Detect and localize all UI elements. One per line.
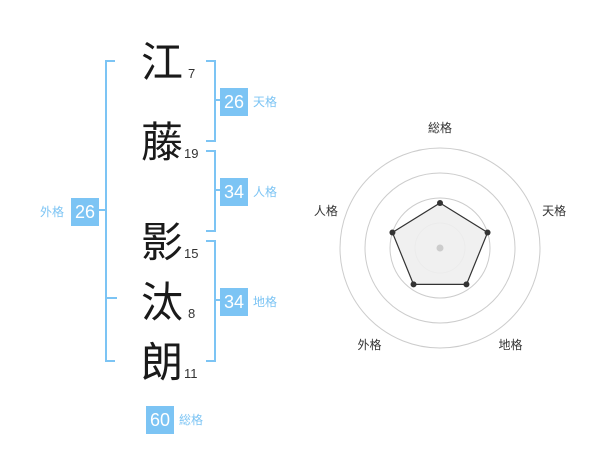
jinkaku-label: 人格 bbox=[253, 185, 278, 199]
radar-axis-label-5: 人格 bbox=[314, 203, 338, 218]
radar-ring-4 bbox=[339, 147, 541, 349]
chikaku-bracket bbox=[206, 240, 216, 362]
name-char-1: 江 bbox=[141, 38, 184, 87]
name-char-4: 汰 bbox=[141, 278, 184, 327]
gaikaku-value: 26 bbox=[71, 198, 99, 226]
radar-value-polygon bbox=[391, 202, 489, 285]
jinkaku-value: 34 bbox=[220, 178, 248, 206]
radar-point-2 bbox=[484, 229, 491, 236]
name-char-5: 朗 bbox=[141, 338, 184, 387]
gaikaku-inner-tick bbox=[105, 297, 117, 299]
stroke-count-3: 15 bbox=[184, 246, 199, 261]
jinkaku-tick bbox=[214, 189, 220, 191]
radar-center-dot bbox=[436, 244, 444, 252]
chikaku-tick bbox=[214, 299, 220, 301]
radar-point-3 bbox=[463, 281, 470, 288]
stroke-count-5: 11 bbox=[184, 366, 198, 381]
stroke-count-1: 7 bbox=[188, 66, 196, 81]
soukaku-label: 総格 bbox=[179, 413, 204, 427]
tenkaku-label: 天格 bbox=[253, 95, 278, 109]
tenkaku-bracket bbox=[206, 60, 216, 142]
radar-axis-label-4: 外格 bbox=[357, 337, 381, 352]
name-char-2: 藤 bbox=[141, 118, 184, 167]
tenkaku-tick bbox=[214, 99, 220, 101]
gaikaku-label: 外格 bbox=[40, 205, 65, 219]
radar-point-5 bbox=[389, 229, 396, 236]
radar-point-1 bbox=[437, 200, 443, 206]
radar-axis-label-1: 総格 bbox=[428, 120, 452, 135]
radar-ring-2 bbox=[389, 197, 491, 299]
gaikaku-bracket bbox=[105, 60, 115, 362]
radar-axis-label-2: 天格 bbox=[542, 203, 566, 218]
chikaku-value: 34 bbox=[220, 288, 248, 316]
name-char-3: 影 bbox=[141, 218, 184, 267]
jinkaku-bracket bbox=[206, 150, 216, 232]
stroke-count-4: 8 bbox=[188, 306, 196, 321]
stroke-count-2: 19 bbox=[184, 146, 199, 161]
tenkaku-value: 26 bbox=[220, 88, 248, 116]
soukaku-value: 60 bbox=[146, 406, 174, 434]
chikaku-label: 地格 bbox=[253, 295, 278, 309]
radar-point-4 bbox=[410, 281, 417, 288]
radar-ring-3 bbox=[364, 172, 516, 324]
gaikaku-tick bbox=[99, 209, 105, 211]
radar-axis-label-3: 地格 bbox=[499, 337, 523, 352]
